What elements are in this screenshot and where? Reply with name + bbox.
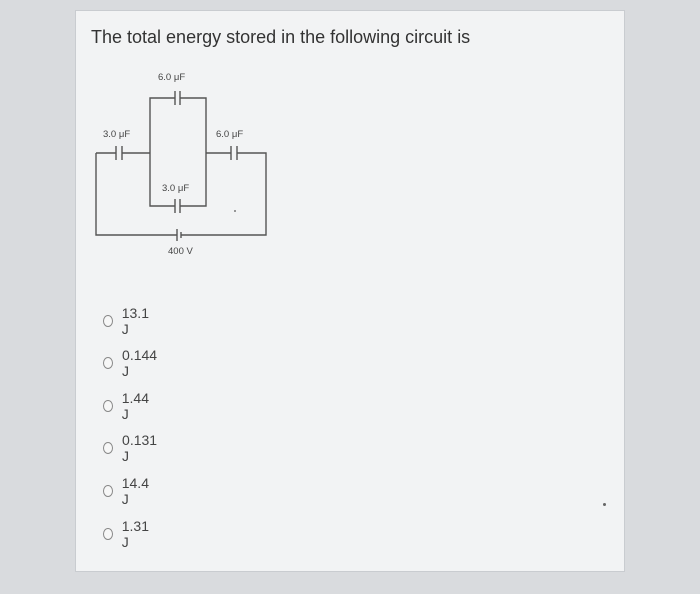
option-label: 1.31 J — [121, 518, 149, 550]
option-4[interactable]: 0.131 J — [103, 432, 159, 464]
wire-right-outer — [181, 152, 267, 236]
option-label: 13.1 J — [121, 305, 149, 337]
radio-icon[interactable] — [103, 485, 113, 497]
question-title: The total energy stored in the following… — [91, 27, 471, 47]
cap-middle-label: 3.0 μF — [162, 183, 189, 194]
option-3[interactable]: 1.44 J — [103, 390, 151, 422]
radio-icon[interactable] — [103, 528, 113, 540]
wire-mid-left — [149, 153, 175, 207]
radio-icon[interactable] — [103, 400, 113, 412]
option-label: 0.144 J — [122, 347, 158, 379]
option-5[interactable]: 14.4 J — [103, 475, 151, 507]
radio-icon[interactable] — [103, 442, 114, 454]
cap-left-label: 3.0 μF — [103, 129, 130, 140]
option-label: 14.4 J — [121, 475, 149, 507]
wire-top-left — [149, 97, 175, 153]
question-card: The total energy stored in the following… — [75, 10, 625, 572]
stray-mark — [603, 503, 606, 506]
voltage-label: 400 V — [168, 246, 193, 257]
radio-icon[interactable] — [103, 315, 113, 327]
wire-left-outer — [95, 153, 177, 236]
radio-icon[interactable] — [103, 357, 114, 369]
stray-dot — [234, 210, 236, 212]
option-6[interactable]: 1.31 J — [103, 518, 151, 550]
option-1[interactable]: 13.1 J — [103, 305, 151, 337]
circuit-diagram: 6.0 μF 3.0 μF 3.0 μF 6.0 μF 400 V — [95, 72, 267, 257]
option-2[interactable]: 0.144 J — [103, 347, 159, 379]
wire-mid-right — [180, 153, 207, 207]
wire-top-right — [180, 97, 207, 153]
cap-top-label: 6.0 μF — [158, 72, 185, 83]
option-label: 0.131 J — [122, 432, 158, 464]
option-label: 1.44 J — [121, 390, 149, 422]
cap-right-label: 6.0 μF — [216, 129, 243, 140]
